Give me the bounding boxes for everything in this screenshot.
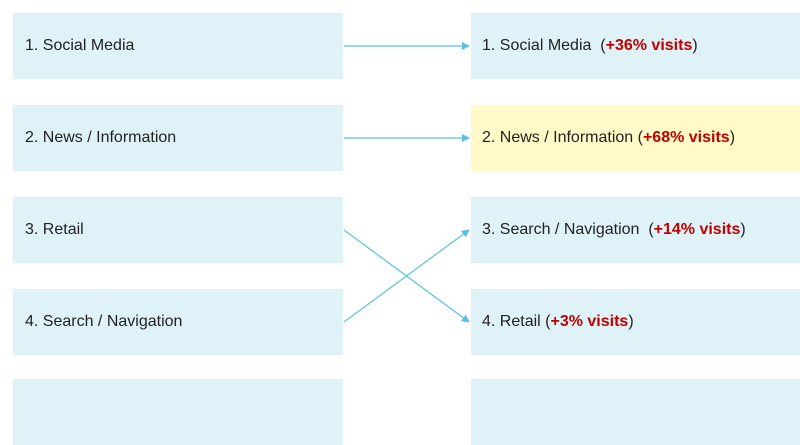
right-item-label: 2. News / Information [482,129,634,146]
connector-arrows [343,42,470,323]
visits-delta: +14% visits [653,221,741,238]
visits-delta: +3% visits [550,313,629,330]
left-item-label: 1. Social Media [25,37,135,54]
paren-close: ) [692,37,698,54]
connector-arrow [343,229,470,323]
right-item-label: 3. Search / Navigation [482,221,640,238]
right-item-label: 1. Social Media [482,37,592,54]
left-item-label: 4. Search / Navigation [25,313,183,330]
left-item-label: 3. Retail [25,221,84,238]
visits-delta: +68% visits [642,129,730,146]
left-item-search-navigation: 4. Search / Navigation [13,289,343,355]
right-item-label: 4. Retail [482,313,541,330]
left-item-label: 2. News / Information [25,129,177,146]
paren-open: ( [545,313,551,330]
left-item-retail: 3. Retail [13,197,343,263]
paren-close: ) [729,129,736,146]
right-item-news-information: 2. News / Information (+68% visits) [471,105,800,171]
right-item-social-media: 1. Social Media (+36% visits) [471,13,800,79]
paren-open: ( [637,129,643,146]
left-item-news-information: 2. News / Information [13,105,343,171]
paren-open: ( [648,221,654,238]
right-item-retail: 4. Retail (+3% visits) [471,289,800,355]
left-item-social-media: 1. Social Media [13,13,343,79]
right-item-search-navigation: 3. Search / Navigation (+14% visits) [471,197,800,263]
paren-close: ) [628,313,634,330]
visits-delta: +36% visits [605,37,693,54]
paren-open: ( [600,37,606,54]
paren-close: ) [740,221,746,238]
